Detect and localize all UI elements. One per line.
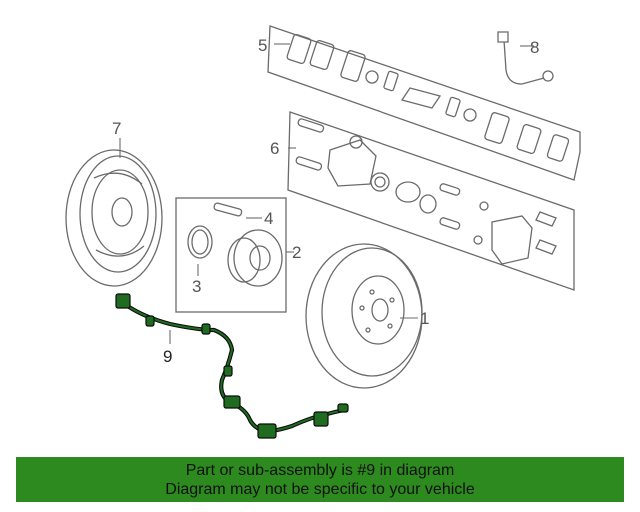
callout-3: 3 xyxy=(192,277,201,296)
info-banner: Part or sub-assembly is #9 in diagram Di… xyxy=(16,457,624,502)
banner-line-1: Part or sub-assembly is #9 in diagram xyxy=(185,461,455,479)
callout-9: 9 xyxy=(163,347,172,366)
brake-rotor-part[interactable] xyxy=(305,243,423,389)
callout-5: 5 xyxy=(258,36,267,55)
parts-diagram: 5 8 6 7 4 2 3 1 9 xyxy=(65,25,581,439)
backing-plate-part[interactable] xyxy=(65,149,163,287)
callout-6: 6 xyxy=(270,139,279,158)
hub-bearing-box[interactable] xyxy=(175,197,287,313)
caliper-kit-panel[interactable] xyxy=(287,111,575,291)
wheel-speed-sensor-part[interactable] xyxy=(115,293,349,439)
callout-4: 4 xyxy=(264,209,273,228)
caliper-parts-icons xyxy=(295,118,557,265)
callout-8: 8 xyxy=(530,38,539,57)
brake-pad-icons xyxy=(286,33,570,162)
callout-7: 7 xyxy=(112,119,121,138)
banner-line-2: Diagram may not be specific to your vehi… xyxy=(165,480,475,498)
brake-hose-part[interactable] xyxy=(497,31,554,85)
callout-1: 1 xyxy=(420,309,429,328)
brake-pad-kit-panel[interactable] xyxy=(267,25,581,181)
callout-2: 2 xyxy=(292,243,301,262)
leader-lines xyxy=(119,43,534,344)
